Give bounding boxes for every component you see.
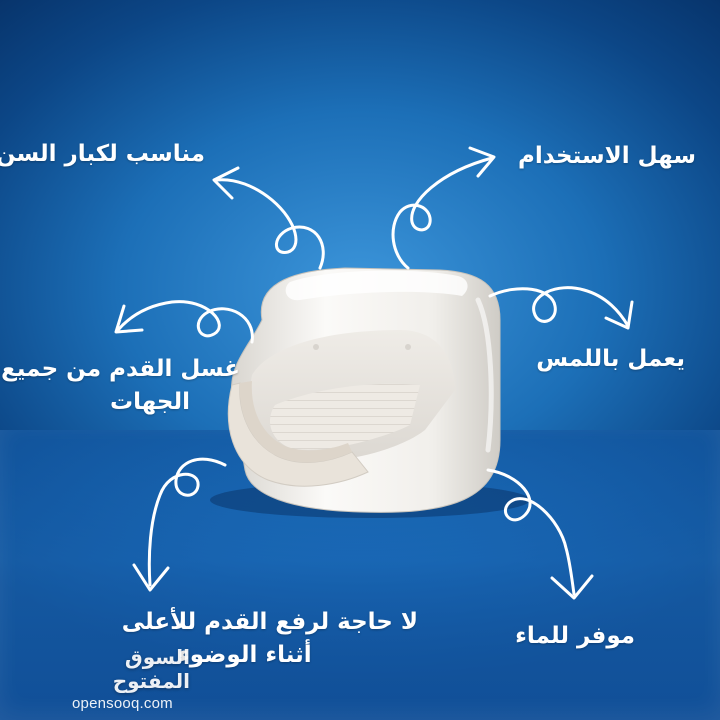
foot-washer-basin [227, 267, 501, 513]
arrow-saver-icon [486, 468, 576, 596]
feature-water-saver: موفر للماء [515, 623, 635, 649]
arrow-easy-icon [391, 156, 494, 270]
feature-works-by-touch: يعمل باللمس [536, 346, 685, 372]
feature-norise-line-1: لا حاجة لرفع القدم للأعلى [121, 609, 418, 635]
arrow-elderly-icon [214, 178, 325, 270]
watermark-latin: opensooq.com [72, 695, 173, 712]
feature-wash-line-2: الجهات [109, 389, 191, 416]
feature-wash-all-sides: غسل القدم من جميع الجهات [1, 353, 240, 420]
arrow-wash-icon [116, 300, 254, 344]
watermark-arabic: السوق المفتوح [112, 645, 190, 693]
opensooq-watermark: السوق المفتوح opensooq.com [60, 645, 260, 712]
arrow-touch-icon [488, 286, 630, 328]
arrow-norise-icon [147, 457, 227, 587]
feature-norise-line-2: أثناء الوضوء [178, 642, 312, 669]
feature-easy-to-use: سهل الاستخدام [518, 143, 696, 169]
feature-no-need-raise-foot: لا حاجة لرفع القدم للأعلى أثناء الوضوء [121, 606, 418, 673]
feature-wash-line-1: غسل القدم من جميع [1, 356, 240, 382]
feature-suitable-elderly: مناسب لكبار السن [0, 141, 205, 167]
